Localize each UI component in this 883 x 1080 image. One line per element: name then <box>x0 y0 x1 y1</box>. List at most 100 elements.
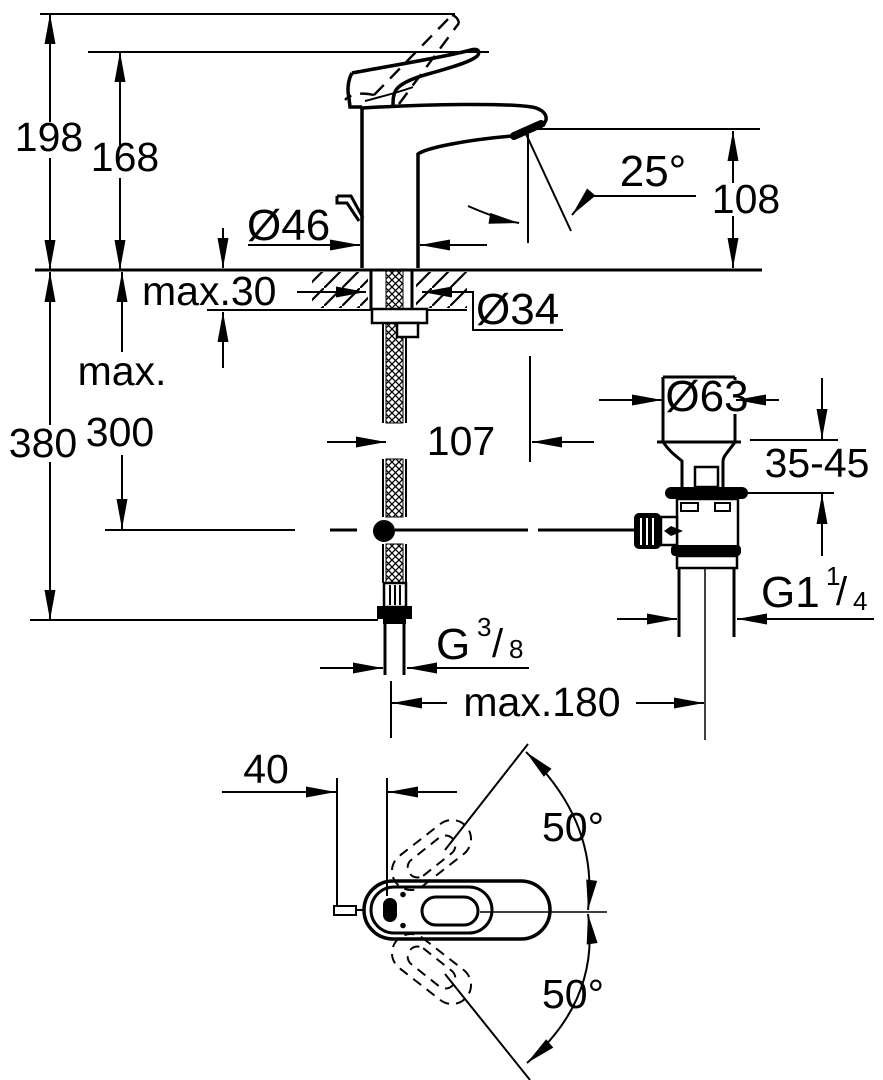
spout-angle-indicator: 25° <box>467 133 696 243</box>
dim-35-45-label: 35-45 <box>765 440 870 486</box>
hose-braid-3 <box>385 543 404 584</box>
handle-pivot-edge <box>346 72 362 109</box>
handle-inner-line <box>364 86 414 102</box>
drain-slot-left <box>680 502 699 512</box>
dimension-max-30: max.30 <box>142 228 276 368</box>
g114-numerator: 1 <box>826 561 840 591</box>
hose-braid-1 <box>385 270 404 424</box>
dimension-40: 40 <box>222 746 457 905</box>
plan-lever-mark <box>383 898 397 922</box>
g114-denominator: 4 <box>853 586 867 616</box>
dim-g-three-eighths-label: G 3 / 8 <box>436 612 523 669</box>
drain-sub-collar <box>675 554 739 570</box>
front-view: 25° <box>9 13 874 740</box>
dim-40-ext-lines <box>336 778 388 905</box>
dimension-50-top: 50° <box>444 743 604 911</box>
drain-center-block <box>693 465 720 489</box>
dim-dia-46-label: Ø46 <box>247 201 330 250</box>
dimension-dia-63: Ø63 <box>599 372 779 421</box>
dimension-g1-quarter: G1 1 / 4 <box>617 561 874 625</box>
aerator-outlet <box>510 120 545 140</box>
handle-raised-edge-2 <box>398 22 460 105</box>
drain-slot-right <box>714 502 731 512</box>
dim-107-label: 107 <box>427 418 495 464</box>
g114-base: G1 <box>761 568 820 617</box>
dim-3545-ext-lines <box>742 439 838 494</box>
plan-handle-down-outer <box>390 933 473 1005</box>
rod-ball-joint <box>373 520 395 542</box>
dimension-dia-34: Ø34 <box>297 285 563 334</box>
mounting-nut <box>395 321 420 339</box>
drain-assembly <box>634 375 748 740</box>
dim-max-30-label: max.30 <box>142 268 276 314</box>
mounting-washer <box>370 307 429 325</box>
g38-slash: / <box>492 622 504 666</box>
plan-handle-down-dashed <box>390 933 473 1005</box>
plan-view: 40 50° 50° <box>222 743 607 1080</box>
lever-handle <box>346 47 481 109</box>
dimension-108: 108 <box>712 131 780 268</box>
plan-handle-up-outer <box>390 819 473 891</box>
drain-collar <box>671 545 741 556</box>
drain-tailpipe <box>677 568 736 637</box>
angle-50-top-label: 50° <box>542 804 604 850</box>
rod-spindle <box>664 526 683 536</box>
reference-lines <box>30 13 762 621</box>
hose-edges <box>382 310 407 583</box>
dimension-168: 168 <box>91 52 159 270</box>
drain-cylinder-walls <box>661 377 737 442</box>
dimension-107: 107 <box>327 356 594 464</box>
dimension-max-180: max.180 <box>390 679 704 738</box>
dim-108-label: 108 <box>712 176 780 222</box>
knurl-ribs <box>640 518 654 545</box>
drain-neck <box>661 441 737 487</box>
dim-168-label: 168 <box>91 134 159 180</box>
dim-max-180-label: max.180 <box>463 679 620 725</box>
g38-numerator: 3 <box>477 612 491 642</box>
lever-handle-raised <box>344 13 461 105</box>
plan-spout-opening <box>420 895 480 927</box>
faucet-body <box>335 102 548 268</box>
g114-slash: / <box>836 570 848 614</box>
mounting-shank <box>369 270 414 309</box>
g38-base: G <box>436 620 470 669</box>
dim-198-label: 198 <box>15 114 83 160</box>
plan-popup-rod <box>333 905 357 916</box>
dimension-g-three-eighths: G 3 / 8 <box>320 612 529 674</box>
dimension-dia-46: Ø46 <box>247 201 487 251</box>
supply-pipe <box>383 624 406 675</box>
dimension-max-300: max. 300 <box>78 272 167 529</box>
angle-50-bottom-label: 50° <box>542 971 604 1017</box>
countertop-hatch-left <box>312 272 368 308</box>
swing-line-top <box>444 743 529 851</box>
swing-arc-top <box>525 751 598 911</box>
dimension-380: 380 <box>9 272 77 620</box>
dim-300-label: 300 <box>86 409 154 455</box>
swing-line-bottom <box>444 973 531 1080</box>
dim-g1-quarter-label: G1 1 / 4 <box>761 561 867 617</box>
plan-dot-top <box>400 891 406 898</box>
dim-380-label: 380 <box>9 420 77 466</box>
dimension-50-bottom: 50° <box>444 913 604 1080</box>
dim-34-leader <box>422 286 563 331</box>
g38-denominator: 8 <box>509 634 523 664</box>
angle-leader <box>571 188 696 216</box>
dim-max-word-label: max. <box>78 348 167 394</box>
handle-front-lip <box>335 194 365 222</box>
spout-underside <box>416 134 513 268</box>
handle-raised-edge-1 <box>373 14 453 96</box>
hose-connector-nut <box>377 606 412 619</box>
dimension-198: 198 <box>15 14 83 270</box>
drain-seal-flange <box>665 487 748 499</box>
dim-dia-34-label: Ø34 <box>476 285 559 334</box>
hose-braid-2 <box>385 458 404 518</box>
body-top-edge <box>361 102 548 127</box>
dim-dia-63-label: Ø63 <box>665 372 748 421</box>
handle-raised-tip <box>451 13 461 24</box>
angle-25-label: 25° <box>620 147 687 196</box>
hose-connector-collar <box>383 619 406 624</box>
dimension-35-45: 35-45 <box>742 378 869 556</box>
plan-handle-down-inner <box>406 945 457 990</box>
angle-slant-line <box>525 133 572 232</box>
